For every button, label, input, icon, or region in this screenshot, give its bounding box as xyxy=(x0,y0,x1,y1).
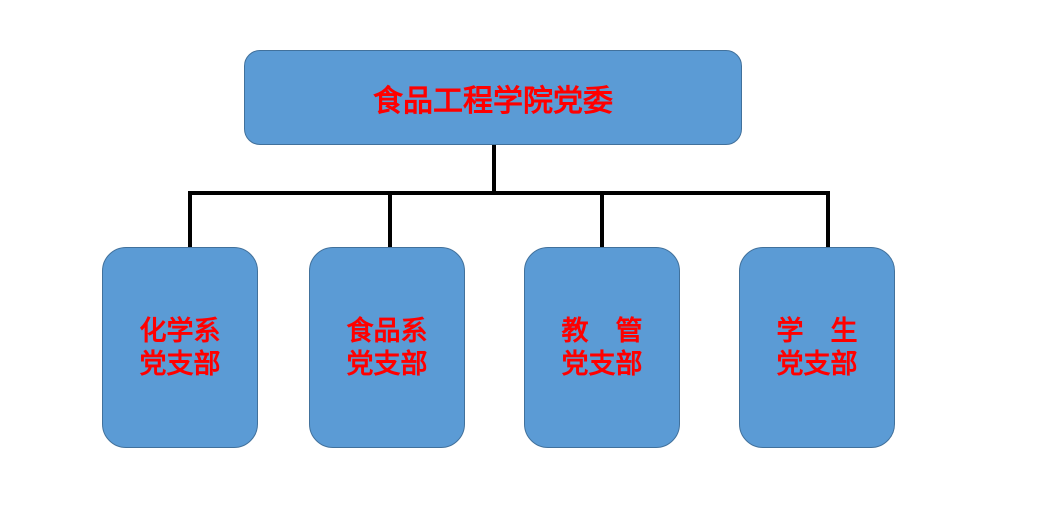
branch-node-label-line1: 教 管 xyxy=(561,315,643,347)
branch-node-chemistry: 化学系 党支部 xyxy=(102,247,258,448)
branch-node-label-line2: 党支部 xyxy=(346,348,428,380)
branch-node-food: 食品系 党支部 xyxy=(309,247,465,448)
branch-node-label-line1: 化学系 xyxy=(139,315,221,347)
branch-node-teaching-management: 教 管 党支部 xyxy=(524,247,680,448)
branch-node-label-line1: 食品系 xyxy=(346,315,428,347)
branch-node-label-line2: 党支部 xyxy=(776,348,858,380)
branch-node-label-line1: 学 生 xyxy=(776,315,858,347)
branch-node-label-line2: 党支部 xyxy=(139,348,221,380)
branch-node-label-line2: 党支部 xyxy=(561,348,643,380)
branch-node-students: 学 生 党支部 xyxy=(739,247,895,448)
root-node-party-committee: 食品工程学院党委 xyxy=(244,50,742,145)
root-node-label: 食品工程学院党委 xyxy=(373,83,613,119)
